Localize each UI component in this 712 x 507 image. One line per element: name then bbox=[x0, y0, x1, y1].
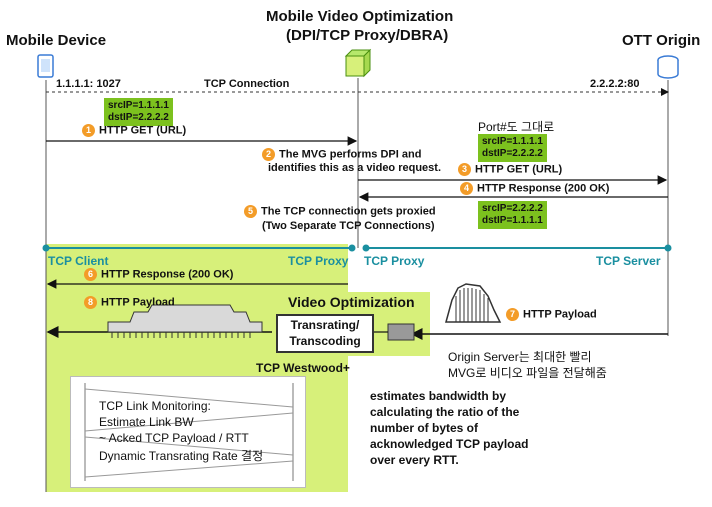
step2-line2: identifies this as a video request. bbox=[268, 162, 441, 174]
step4-text: HTTP Response (200 OK) bbox=[477, 182, 610, 195]
transrating-text2: Transcoding bbox=[289, 334, 361, 348]
step7-label: 7 HTTP Payload bbox=[506, 308, 597, 321]
estimate-line4: acknowledged TCP payload bbox=[370, 437, 529, 451]
step8-text: HTTP Payload bbox=[101, 296, 175, 309]
mvo-cube-icon bbox=[344, 48, 372, 78]
video-optimization-title: Video Optimization bbox=[288, 294, 415, 310]
transrating-text1: Transrating/ bbox=[290, 318, 360, 332]
mobile-device-icon bbox=[37, 54, 54, 78]
lane-tcp-server: TCP Server bbox=[596, 254, 661, 268]
step2-text1: The MVG performs DPI and bbox=[279, 148, 422, 161]
step1-dst-ip: dstIP=2.2.2.2 bbox=[108, 112, 169, 123]
payload-shape-large bbox=[445, 283, 502, 323]
step2-number: 2 bbox=[262, 148, 275, 161]
step8-label: 8 HTTP Payload bbox=[84, 296, 175, 309]
step3-label: 3 HTTP GET (URL) bbox=[458, 163, 562, 176]
tcp-westwood-label: TCP Westwood+ bbox=[256, 361, 350, 375]
tcp-connection-label: TCP Connection bbox=[204, 78, 290, 90]
step3-src-ip: srcIP=1.1.1.1 bbox=[482, 136, 543, 147]
step4-label: 4 HTTP Response (200 OK) bbox=[460, 182, 609, 195]
processor-block bbox=[387, 323, 415, 341]
lane-tcp-proxy-right: TCP Proxy bbox=[364, 254, 425, 268]
estimate-line3: number of bytes of bbox=[370, 421, 479, 435]
step1-number: 1 bbox=[82, 124, 95, 137]
step1-label: 1 HTTP GET (URL) bbox=[82, 124, 186, 137]
step7-text: HTTP Payload bbox=[523, 308, 597, 321]
monitor-line4: Dynamic Transrating Rate 결정 bbox=[99, 449, 264, 463]
ott-origin-database-icon bbox=[657, 55, 679, 79]
lane-tcp-client: TCP Client bbox=[48, 254, 109, 268]
payload-shape-small bbox=[107, 304, 263, 333]
mobile-device-title: Mobile Device bbox=[6, 32, 107, 49]
step3-text: HTTP GET (URL) bbox=[475, 163, 563, 176]
step6-number: 6 bbox=[84, 268, 97, 281]
step3-dst-ip: dstIP=2.2.2.2 bbox=[482, 148, 543, 159]
estimate-description: estimates bandwidth by calculating the r… bbox=[370, 388, 528, 468]
mvo-title: Mobile Video Optimization bbox=[266, 8, 454, 25]
step6-label: 6 HTTP Response (200 OK) bbox=[84, 268, 233, 281]
step4-src-ip: srcIP=2.2.2.2 bbox=[482, 203, 543, 214]
step3-number: 3 bbox=[458, 163, 471, 176]
westwood-graph-lines bbox=[84, 383, 294, 481]
westwood-graph-image: TCP Link Monitoring: Estimate Link BW ~ … bbox=[70, 376, 306, 488]
estimate-line2: calculating the ratio of the bbox=[370, 405, 520, 419]
step6-text: HTTP Response (200 OK) bbox=[101, 268, 234, 281]
payload-ticks-small bbox=[111, 332, 251, 338]
monitor-line1: TCP Link Monitoring: bbox=[99, 399, 211, 413]
lane-tcp-proxy-left: TCP Proxy bbox=[288, 254, 349, 268]
estimate-line1: estimates bandwidth by bbox=[370, 389, 507, 403]
step2-line1: 2 The MVG performs DPI and bbox=[262, 148, 421, 161]
step3-ip-tag: srcIP=1.1.1.1 dstIP=2.2.2.2 bbox=[478, 134, 547, 162]
step7-number: 7 bbox=[506, 308, 519, 321]
step4-ip-tag: srcIP=2.2.2.2 dstIP=1.1.1.1 bbox=[478, 201, 547, 229]
mvo-subtitle: (DPI/TCP Proxy/DBRA) bbox=[286, 27, 449, 44]
step5-number: 5 bbox=[244, 205, 257, 218]
payload-ticks-large bbox=[455, 288, 489, 322]
port-note: Port#도 그대로 bbox=[478, 120, 555, 134]
monitor-line2: Estimate Link BW bbox=[99, 415, 194, 429]
server-address: 2.2.2.2:80 bbox=[590, 78, 640, 90]
client-address: 1.1.1.1: 1027 bbox=[56, 78, 121, 90]
monitor-line3: ~ Acked TCP Payload / RTT bbox=[99, 431, 249, 445]
step5-line1: 5 The TCP connection gets proxied bbox=[244, 205, 436, 218]
step4-dst-ip: dstIP=1.1.1.1 bbox=[482, 215, 543, 226]
step8-number: 8 bbox=[84, 296, 97, 309]
origin-note-line1: Origin Server는 최대한 빨리 bbox=[448, 350, 592, 364]
ott-origin-title: OTT Origin bbox=[622, 32, 701, 49]
step4-number: 4 bbox=[460, 182, 473, 195]
step1-ip-tag: srcIP=1.1.1.1 dstIP=2.2.2.2 bbox=[104, 98, 173, 126]
step1-src-ip: srcIP=1.1.1.1 bbox=[108, 100, 169, 111]
step5-text1: The TCP connection gets proxied bbox=[261, 205, 436, 218]
transrating-box: Transrating/ Transcoding bbox=[276, 314, 374, 353]
step5-line2: (Two Separate TCP Connections) bbox=[262, 220, 435, 232]
step1-text: HTTP GET (URL) bbox=[99, 124, 187, 137]
estimate-line5: over every RTT. bbox=[370, 453, 459, 467]
origin-note-line2: MVG로 비디오 파일을 전달해줌 bbox=[448, 366, 607, 380]
